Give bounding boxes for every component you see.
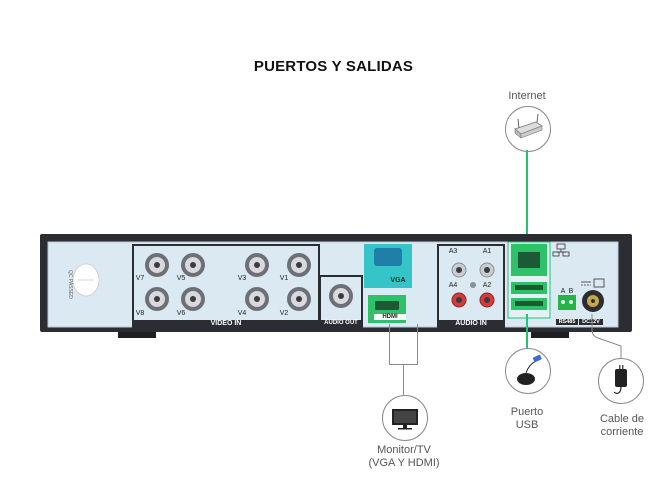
channel-v6: V6 bbox=[176, 310, 186, 317]
audio-in-label: AUDIO IN bbox=[455, 320, 487, 327]
channel-a4: A4 bbox=[448, 282, 458, 289]
usb-label: Puerto bbox=[510, 406, 544, 418]
channel-v8: V8 bbox=[135, 310, 145, 317]
rs485-a: A bbox=[560, 288, 566, 295]
internet-label: Internet bbox=[508, 90, 546, 102]
qc-sticker: QC PASSED bbox=[67, 270, 73, 299]
channel-v7: V7 bbox=[135, 275, 145, 282]
power-adapter-icon bbox=[598, 358, 644, 404]
dvr-device bbox=[40, 234, 632, 338]
channel-a2: A2 bbox=[482, 282, 492, 289]
internet-connector-line bbox=[526, 150, 528, 244]
channel-a1: A1 bbox=[482, 248, 492, 255]
channel-v5: V5 bbox=[176, 275, 186, 282]
channel-v1: V1 bbox=[279, 275, 289, 282]
page-title: PUERTOS Y SALIDAS bbox=[253, 58, 414, 75]
rs485-b: B bbox=[568, 288, 574, 295]
monitor-icon bbox=[382, 395, 428, 441]
monitor-connector-right bbox=[417, 324, 418, 364]
dc12v-label: DC12V bbox=[579, 319, 603, 325]
hdmi-label: HDMI bbox=[374, 314, 406, 320]
channel-v3: V3 bbox=[237, 275, 247, 282]
power-connector-line bbox=[591, 314, 622, 358]
monitor-label: Monitor/TV bbox=[377, 444, 431, 456]
usb-mouse-icon bbox=[505, 348, 551, 394]
monitor-connector-left bbox=[389, 324, 390, 364]
router-icon bbox=[505, 106, 551, 152]
video-in-label: VIDEO IN bbox=[210, 320, 242, 327]
rs485-label: RS485 bbox=[556, 319, 578, 325]
power-sub-label: corriente bbox=[600, 426, 644, 438]
channel-v4: V4 bbox=[237, 310, 247, 317]
audio-out-label: AUDIO OUT bbox=[324, 320, 358, 326]
usb-connector-line bbox=[526, 314, 528, 348]
vga-label: VGA bbox=[390, 277, 406, 284]
monitor-sub-label: (VGA Y HDMI) bbox=[368, 457, 440, 469]
power-label: Cable de bbox=[599, 413, 645, 425]
channel-a3: A3 bbox=[448, 248, 458, 255]
channel-v2: V2 bbox=[279, 310, 289, 317]
usb-sub-label: USB bbox=[515, 419, 539, 431]
monitor-connector-stem bbox=[403, 364, 404, 395]
